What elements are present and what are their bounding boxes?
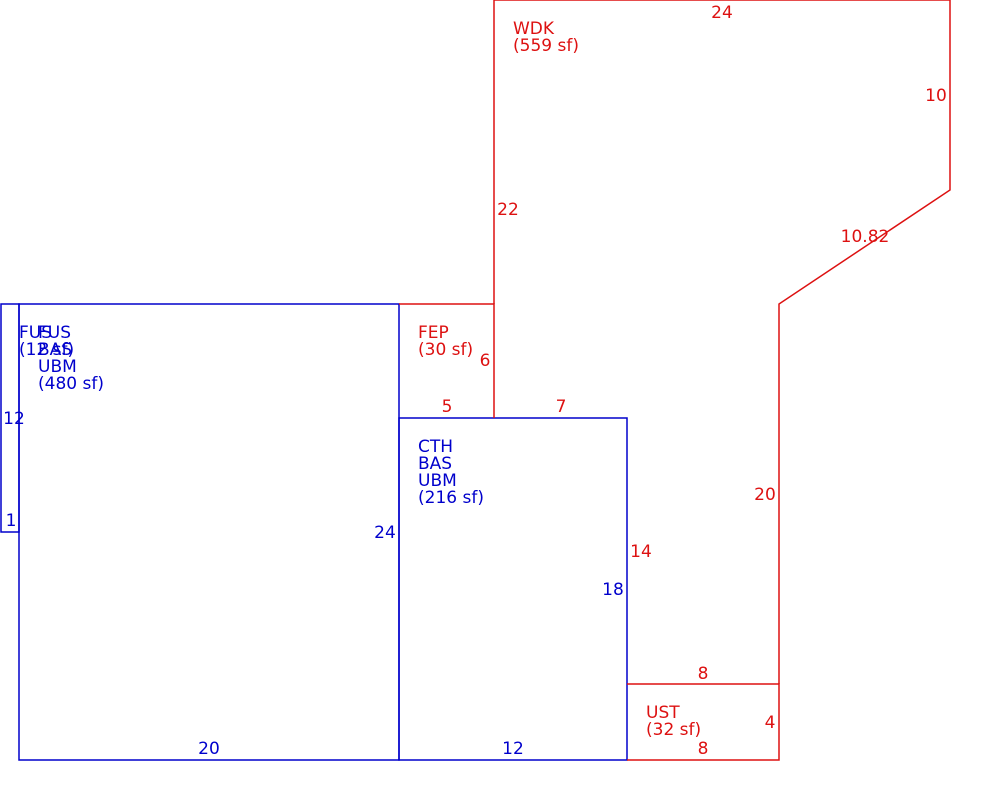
dim-wdk-inner: 14 (630, 542, 652, 562)
dim-main-right: 24 (374, 523, 396, 543)
dim-ust-top: 8 (698, 664, 709, 684)
cth-area: (216 sf) (418, 488, 484, 508)
ust-area-label: UST (32 sf) (646, 703, 701, 740)
main-area-label: FUS BAS UBM (480 sf) (38, 323, 104, 394)
cth-outline (398, 417, 628, 761)
dim-wdk-right-upper: 10 (925, 86, 947, 106)
dim-wdk-top: 24 (711, 3, 733, 23)
ust-outline (627, 683, 780, 761)
cth-code: CTH (418, 437, 453, 457)
dim-fep-left: 5 (442, 397, 453, 417)
dim-wdk-diagonal: 10.82 (841, 227, 890, 247)
main-line3: UBM (38, 357, 77, 377)
red-outlines (399, 0, 951, 761)
main-line2: BAS (38, 340, 72, 360)
dim-wdk-left: 22 (497, 200, 519, 220)
ust-area: (32 sf) (646, 720, 701, 740)
fus-area: (12 sf) (19, 340, 74, 360)
wdk-code: WDK (513, 19, 555, 39)
dim-fep-right: 6 (480, 351, 491, 371)
main-area: (480 sf) (38, 374, 104, 394)
main-code: FUS (38, 323, 71, 343)
fep-area-label: FEP (30 sf) (418, 323, 473, 360)
dim-cth-right: 18 (602, 580, 624, 600)
dim-fus-width: 1 (6, 511, 17, 531)
fus-area-label: FUS (12 sf) (19, 323, 74, 360)
cth-area-label: CTH BAS UBM (216 sf) (418, 437, 484, 508)
dim-main-bottom: 20 (198, 739, 220, 759)
cth-line2: BAS (418, 454, 452, 474)
dim-ust-side: 4 (765, 713, 776, 733)
dim-cth-bottom: 12 (502, 739, 524, 759)
ust-code: UST (646, 703, 680, 723)
wdk-area: (559 sf) (513, 36, 579, 56)
blue-outlines (0, 303, 628, 761)
wdk-area-label: WDK (559 sf) (513, 19, 579, 56)
blue-dimensions: 12 1 20 24 18 12 (3, 409, 624, 759)
fep-code: FEP (418, 323, 449, 343)
dim-wdk-bottom-a: 7 (556, 397, 567, 417)
red-dimensions: 5 6 24 10 10.82 22 20 7 14 8 4 8 (442, 3, 947, 759)
dim-wdk-right-lower: 20 (754, 485, 776, 505)
cth-line3: UBM (418, 471, 457, 491)
fep-area: (30 sf) (418, 340, 473, 360)
dim-fus-side: 12 (3, 409, 25, 429)
dim-ust-bottom: 8 (698, 739, 709, 759)
wdk-outline (493, 0, 951, 684)
fus-code: FUS (19, 323, 52, 343)
